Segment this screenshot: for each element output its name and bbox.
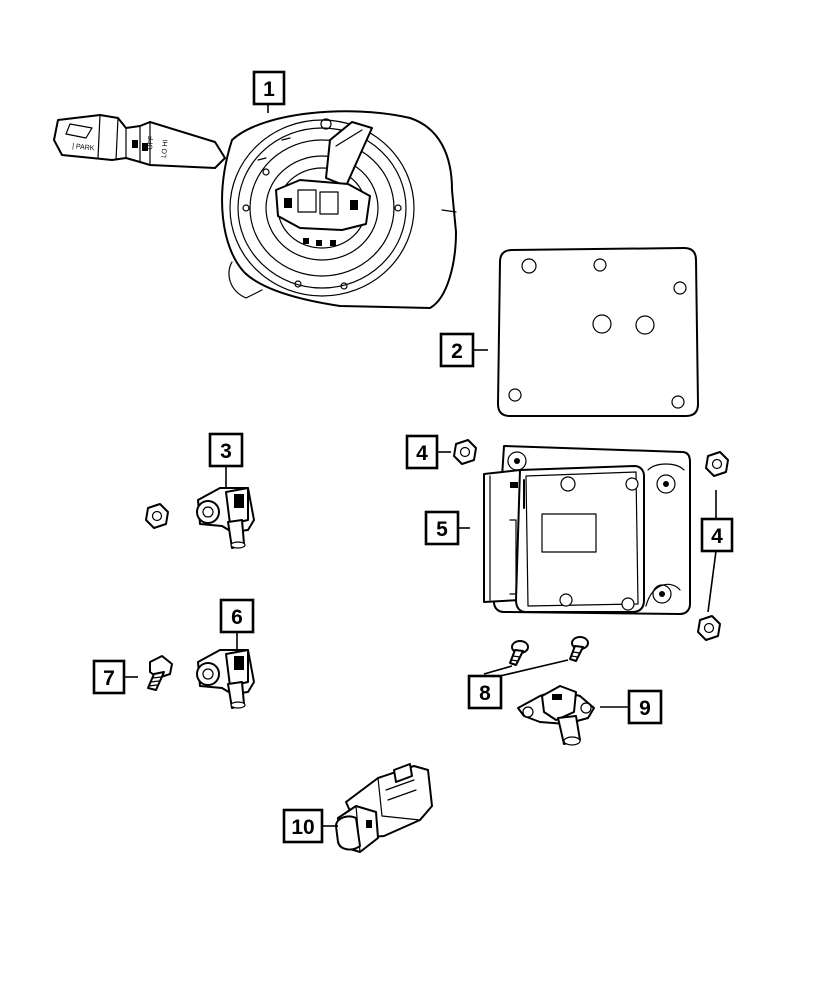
svg-text:4: 4	[416, 442, 428, 465]
callout-4-right: 4	[700, 517, 734, 553]
impact-sensor-icon	[517, 685, 595, 746]
screw-icon	[569, 636, 589, 662]
screw-icon	[509, 640, 529, 666]
callout-2: 2	[439, 332, 475, 368]
svg-text:10: 10	[291, 816, 314, 839]
gasket-plate-icon	[497, 247, 699, 417]
hex-nut-icon	[705, 451, 729, 477]
impact-sensor-icon	[196, 649, 255, 709]
connector-icon	[335, 763, 433, 853]
callout-3: 3	[208, 432, 244, 468]
hex-nut-icon	[145, 503, 169, 529]
callout-1: 1	[252, 70, 286, 106]
svg-text:8: 8	[479, 682, 491, 705]
svg-text:2: 2	[451, 340, 463, 363]
callout-7: 7	[92, 659, 126, 695]
svg-text:6: 6	[231, 606, 243, 629]
callout-4-left: 4	[405, 434, 439, 470]
steering-column-switch-icon: | PARK OFF LO HI	[53, 110, 457, 309]
bolt-icon	[147, 655, 173, 691]
callout-9: 9	[627, 689, 663, 725]
hex-nut-icon	[697, 615, 721, 641]
svg-text:1: 1	[263, 78, 275, 101]
svg-text:| PARK: | PARK	[72, 143, 95, 152]
callout-6: 6	[219, 598, 255, 634]
svg-text:OFF: OFF	[147, 136, 155, 151]
svg-text:5: 5	[436, 518, 448, 541]
svg-text:9: 9	[639, 697, 651, 720]
callout-10: 10	[282, 808, 324, 844]
svg-text:LO HI: LO HI	[161, 139, 170, 158]
svg-text:3: 3	[220, 440, 232, 463]
impact-sensor-icon	[196, 487, 255, 549]
hex-nut-icon	[453, 439, 477, 465]
callout-5: 5	[424, 510, 460, 546]
airbag-control-module-icon	[483, 445, 691, 615]
svg-text:4: 4	[711, 525, 723, 548]
svg-text:7: 7	[103, 667, 115, 690]
callout-8: 8	[467, 674, 503, 710]
